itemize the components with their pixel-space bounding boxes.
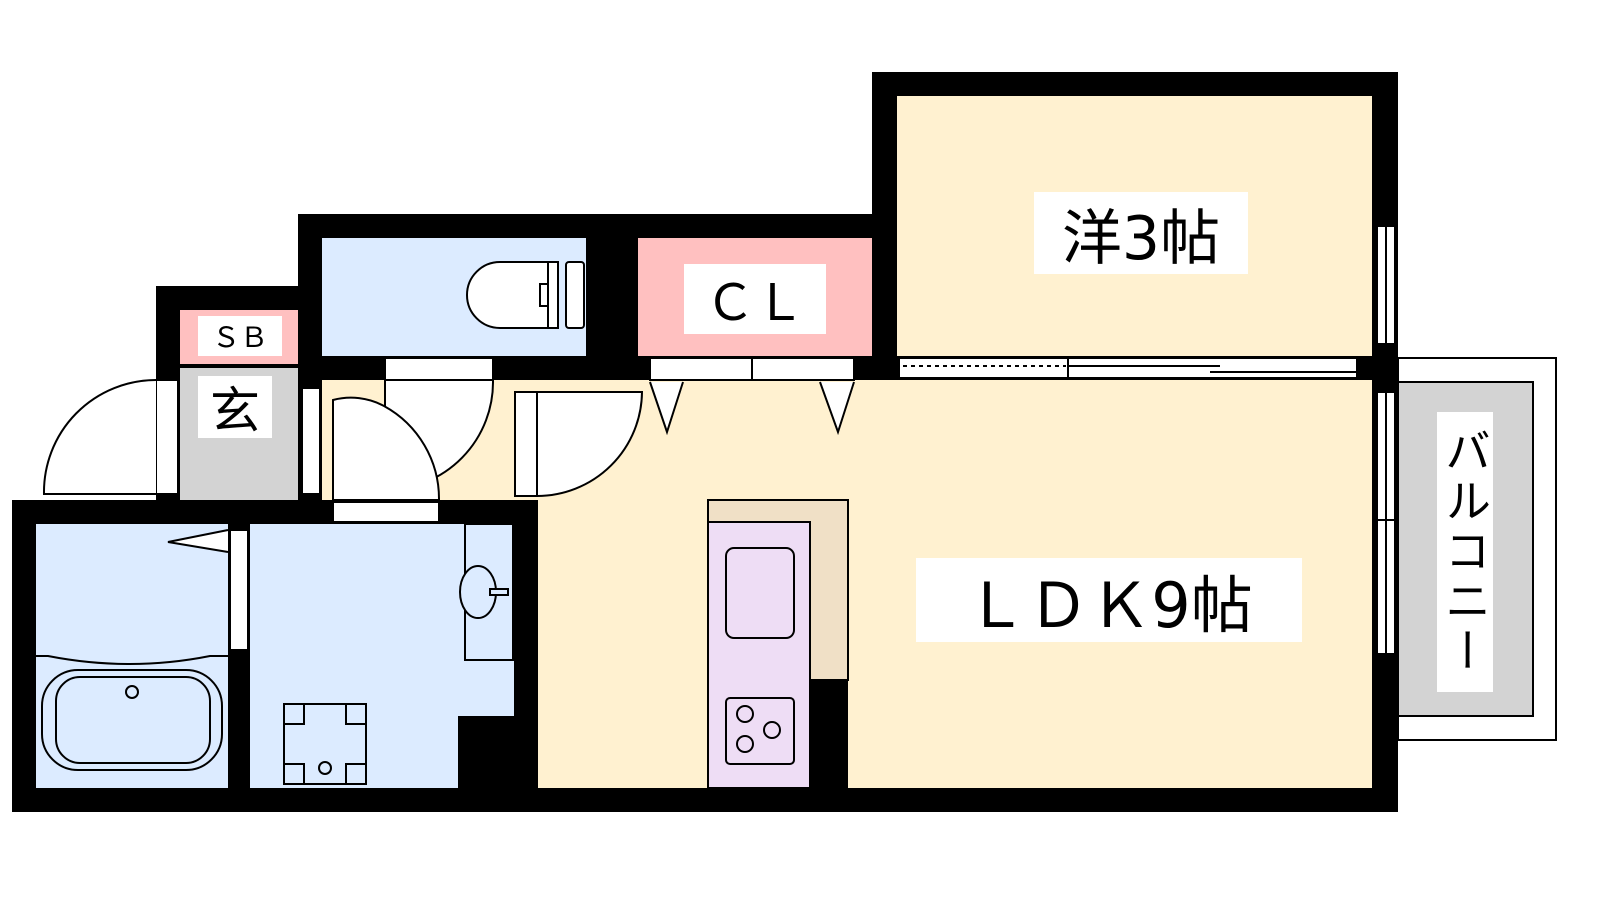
bath-door[interactable] xyxy=(167,529,249,651)
shoe-box-label: ＳＢ xyxy=(198,316,282,356)
balcony-window[interactable] xyxy=(1376,391,1396,655)
bathtub-icon xyxy=(36,655,228,771)
bathroom xyxy=(36,524,228,788)
closet-doors[interactable] xyxy=(649,357,855,436)
ldk-label: ＬＤＫ9帖 xyxy=(916,558,1302,642)
washing-machine-icon xyxy=(283,703,367,785)
entrance-label: 玄 xyxy=(198,376,272,440)
window-western[interactable] xyxy=(1376,225,1396,345)
washroom xyxy=(250,524,458,788)
washroom-door[interactable] xyxy=(301,387,441,523)
balcony-label: バルコニー xyxy=(1437,412,1493,692)
western-room-label: 洋3帖 xyxy=(1034,192,1248,274)
stove-icon xyxy=(725,697,795,765)
entrance-door[interactable] xyxy=(42,379,179,495)
closet-label: ＣＬ xyxy=(684,264,826,334)
kitchen-counter xyxy=(707,499,849,789)
ldk-door[interactable] xyxy=(514,391,644,498)
sliding-window[interactable] xyxy=(898,357,1358,379)
sink-icon xyxy=(725,547,795,639)
washbasin-icon xyxy=(459,523,514,661)
toilet-icon xyxy=(466,261,585,329)
